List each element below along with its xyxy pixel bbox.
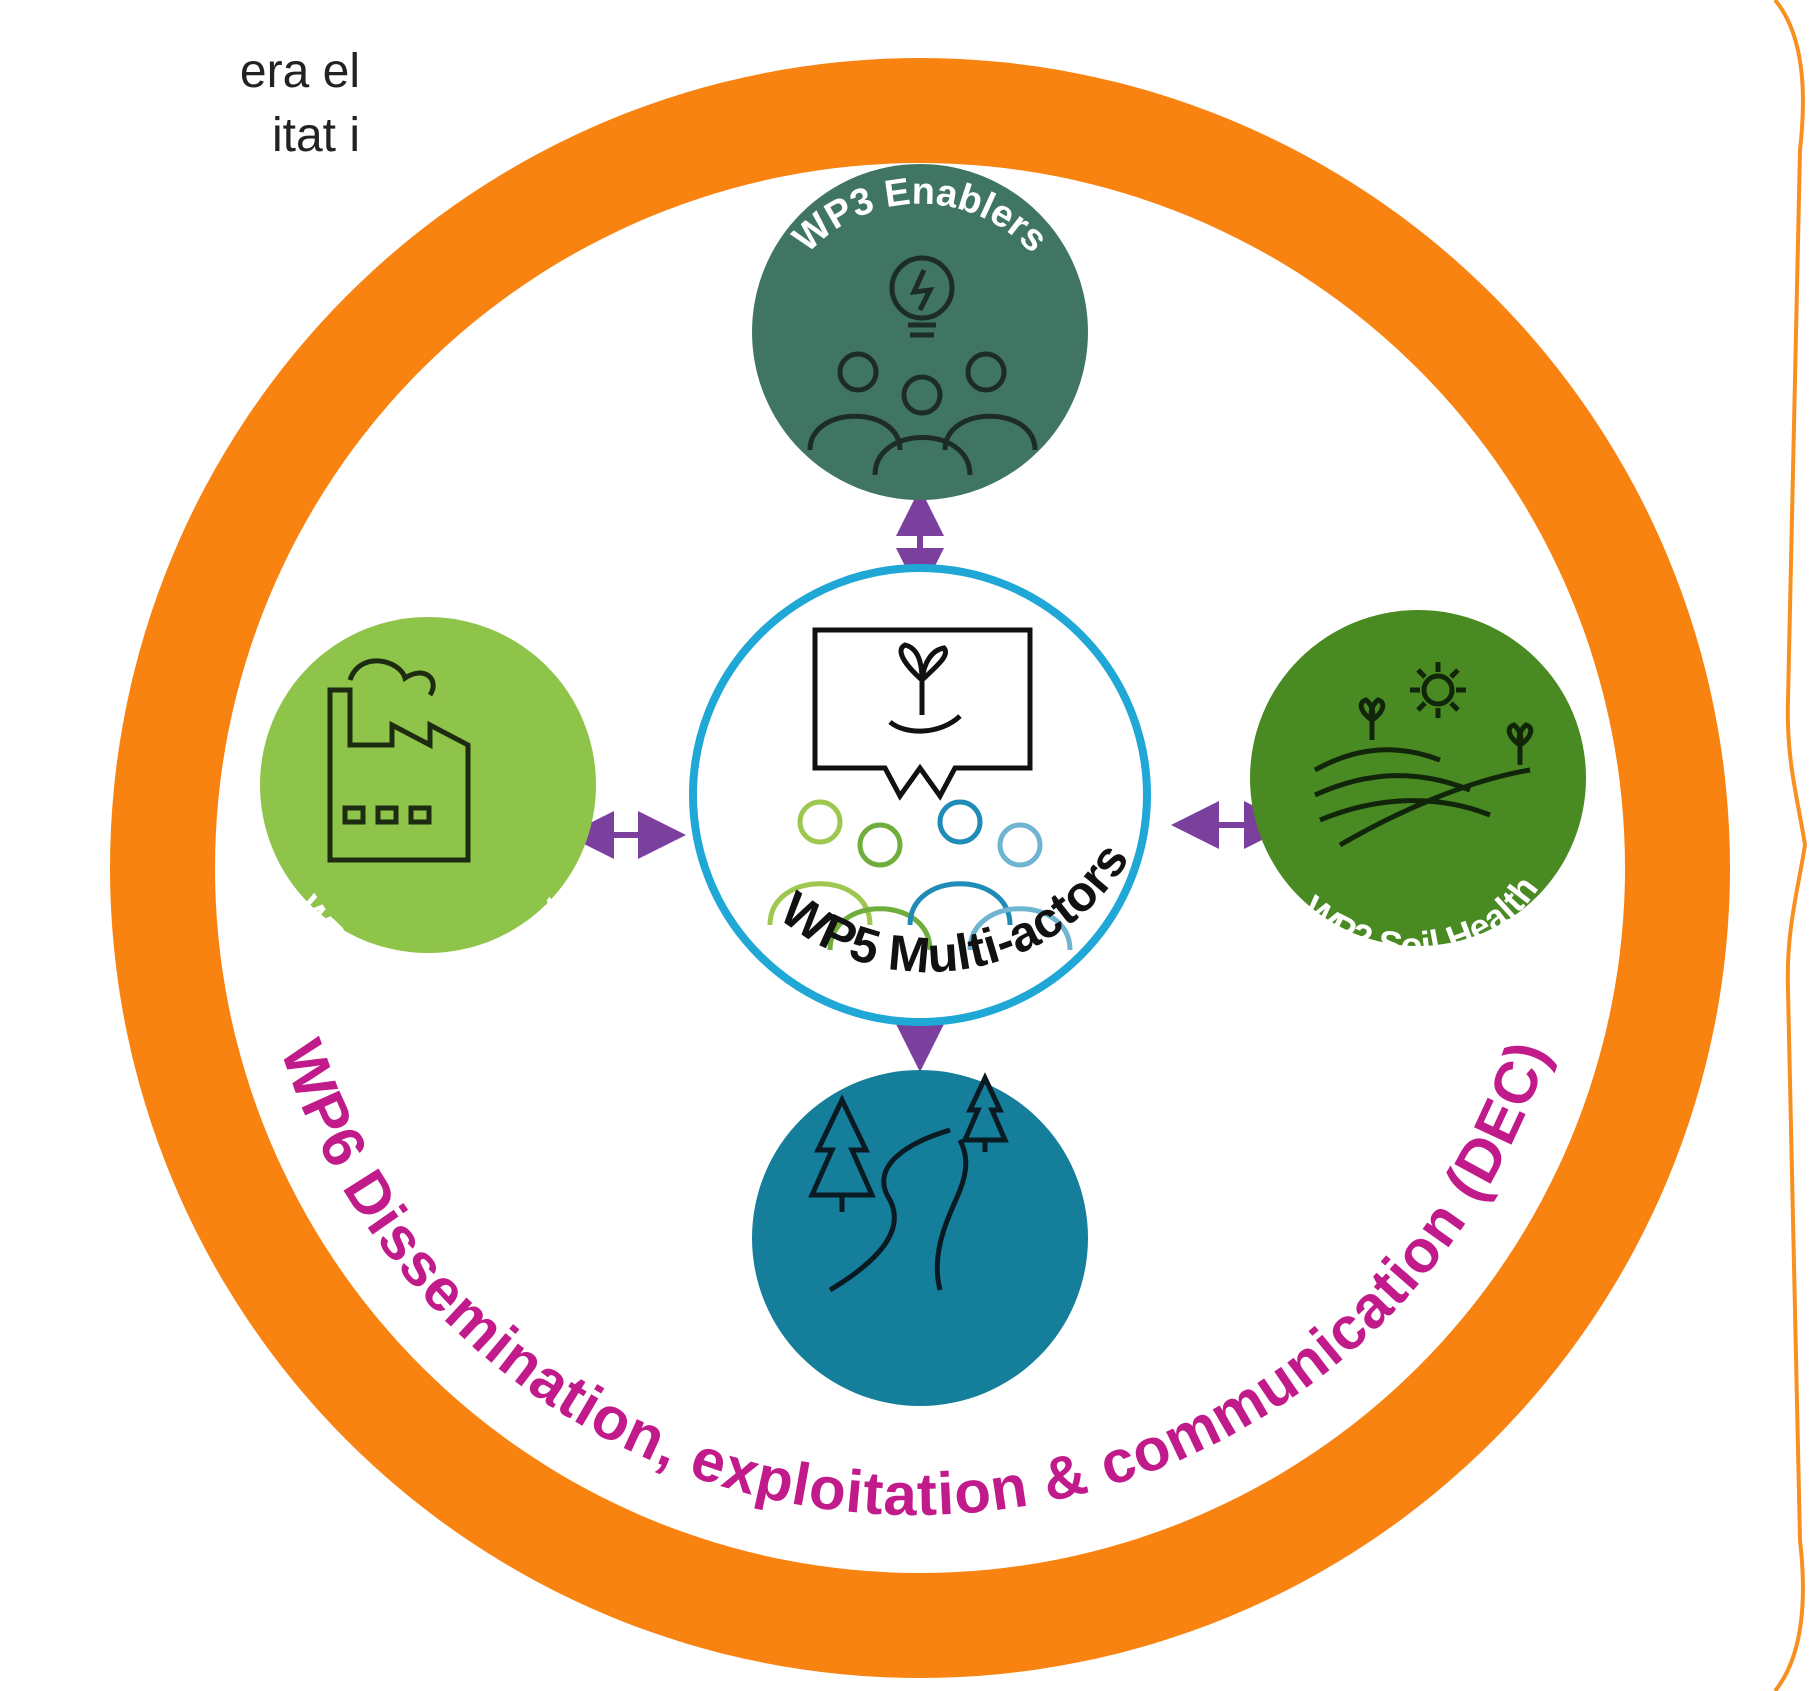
side-text-line-2: itat i [271, 109, 360, 162]
cropped-side-text: era el itat i [0, 40, 360, 168]
trees-road-icon [808, 1072, 1009, 1293]
wp5-node: WP5 Multi-actors [689, 564, 1151, 1026]
speech-bubble-seedling-icon [812, 627, 1033, 801]
field-sun-icon [1313, 662, 1534, 848]
right-curly-bracket [1773, 0, 1808, 1691]
factory-icon [327, 658, 471, 863]
side-text-line-1: era el [239, 45, 360, 98]
people-group-icon [767, 799, 1073, 951]
wp3-node: WP3 Enablers [752, 164, 1088, 500]
lightbulb-people-icon [807, 255, 1038, 476]
